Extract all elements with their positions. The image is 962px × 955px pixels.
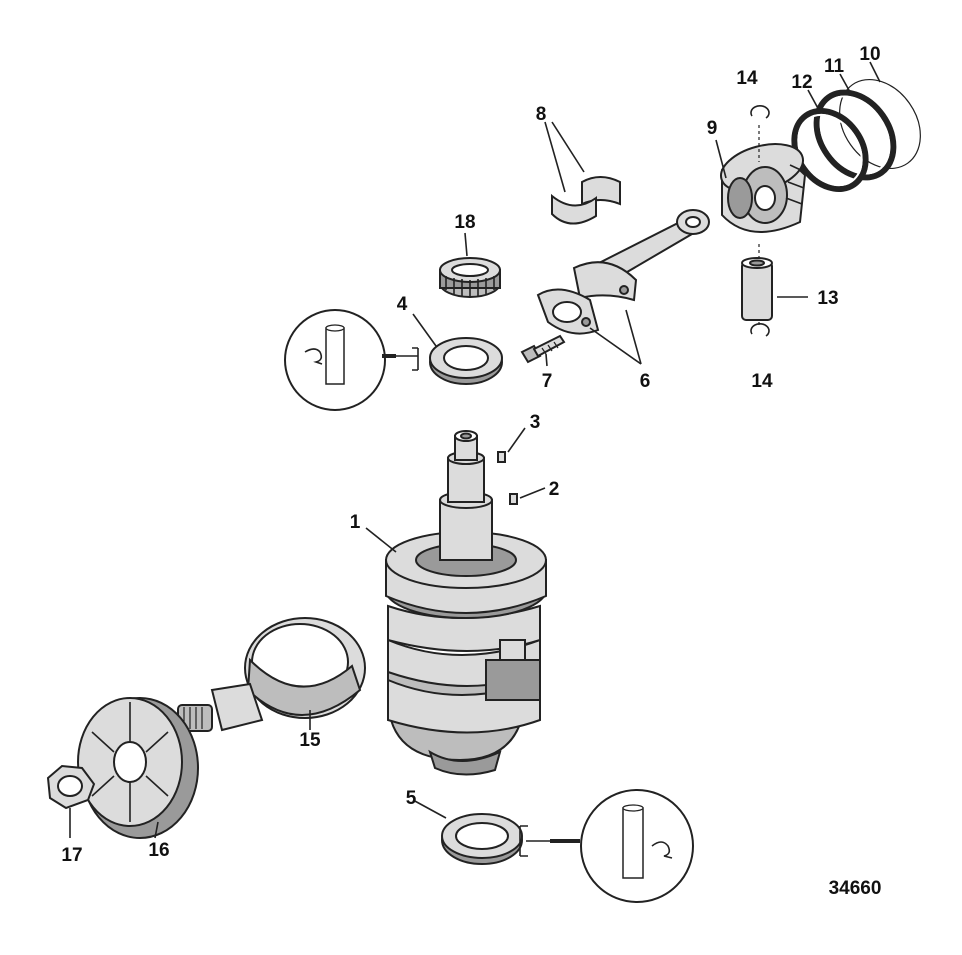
callout-8: 8 <box>536 104 547 125</box>
callout-10: 10 <box>859 44 880 65</box>
flywheel <box>77 697 199 839</box>
callout-13: 13 <box>817 288 838 309</box>
callout-16: 16 <box>148 840 169 861</box>
piston-ring-11 <box>813 89 897 181</box>
callout-14-top: 14 <box>736 68 758 89</box>
callout-17: 17 <box>61 845 82 866</box>
leader-lines <box>69 61 881 839</box>
oil-seal-upper <box>429 337 503 385</box>
woodruff-key-3 <box>497 451 506 463</box>
connecting-rod <box>536 209 710 335</box>
callout-9: 9 <box>707 118 718 139</box>
flywheel-nut <box>46 764 96 810</box>
puller-ring <box>177 617 366 732</box>
piston-pin <box>741 257 773 321</box>
crankshaft <box>385 430 547 776</box>
callout-12: 12 <box>791 72 812 93</box>
callout-1: 1 <box>350 512 361 533</box>
callout-5: 5 <box>406 788 417 809</box>
circlip-bottom <box>750 322 770 337</box>
seal-detail-magnifier-upper <box>284 309 419 411</box>
callout-14-bottom: 14 <box>751 371 773 392</box>
callout-7: 7 <box>542 371 553 392</box>
callout-6: 6 <box>640 371 651 392</box>
oil-seal-lower <box>441 813 523 865</box>
woodruff-key-2 <box>509 493 518 505</box>
rod-bolt <box>520 334 566 364</box>
circlip-top <box>750 104 770 119</box>
piston-ring-12 <box>791 108 869 192</box>
piston <box>720 143 807 233</box>
bearing-half-upper <box>581 176 621 206</box>
callout-15: 15 <box>299 730 321 751</box>
bearing-half-lower <box>551 193 597 225</box>
callout-4: 4 <box>397 294 408 315</box>
piston-ring-10 <box>839 78 921 170</box>
callout-2: 2 <box>549 479 560 500</box>
callout-3: 3 <box>530 412 541 433</box>
figure-number: 34660 <box>829 878 882 899</box>
needle-bearing <box>439 257 501 298</box>
callout-18: 18 <box>454 212 475 233</box>
seal-detail-magnifier-lower <box>519 789 694 903</box>
callout-11: 11 <box>824 56 845 77</box>
